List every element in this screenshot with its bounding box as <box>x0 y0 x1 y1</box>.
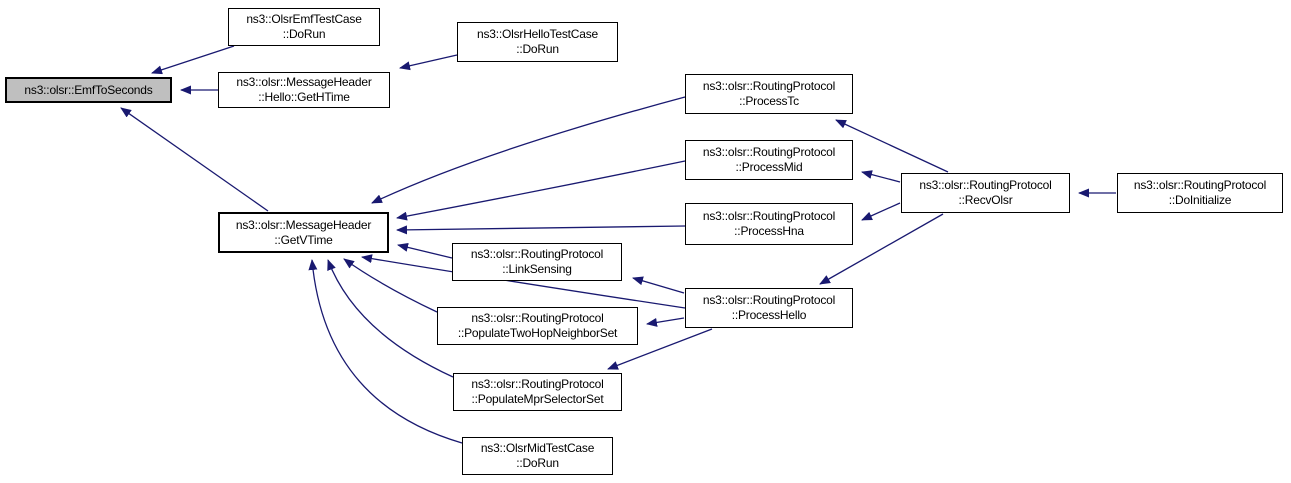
edge-process-hello-to-populate-twohop <box>646 317 685 327</box>
graph-node-hello-testcase-dorun[interactable]: ns3::OlsrHelloTestCase::DoRun <box>457 22 618 62</box>
graph-node-populate-twohop[interactable]: ns3::olsr::RoutingProtocol::PopulateTwoH… <box>437 307 638 345</box>
node-label-line1: ns3::olsr::RoutingProtocol <box>471 377 604 391</box>
node-label-line1: ns3::olsr::RoutingProtocol <box>1133 178 1267 192</box>
node-label-line1: ns3::olsr::RoutingProtocol <box>702 293 836 307</box>
edge-getvtime-to-emf-to-seconds <box>120 107 269 212</box>
node-label-line2: ::ProcessTc <box>739 94 799 108</box>
edge-recv-olsr-to-process-mid <box>861 170 901 183</box>
edge-recv-olsr-to-process-tc <box>835 119 949 173</box>
node-label-line2: ::ProcessHna <box>734 224 804 238</box>
node-label-line2: ::ProcessMid <box>735 160 803 174</box>
node-label-line2: ::RecvOlsr <box>958 193 1013 207</box>
graph-node-process-tc[interactable]: ns3::olsr::RoutingProtocol::ProcessTc <box>685 74 853 114</box>
graph-node-hello-gethtime[interactable]: ns3::olsr::MessageHeader::Hello::GetHTim… <box>218 72 390 108</box>
caller-edges <box>120 45 1116 444</box>
node-label-line1: ns3::olsr::RoutingProtocol <box>702 79 836 93</box>
node-label-line1: ns3::olsr::RoutingProtocol <box>702 209 836 223</box>
node-label-line2: ::DoRun <box>516 42 559 56</box>
node-label-line1: ns3::OlsrEmfTestCase <box>246 12 362 26</box>
node-label-line2: ::DoRun <box>282 27 326 41</box>
node-label-line2: ::LinkSensing <box>502 262 572 276</box>
graph-node-process-hna[interactable]: ns3::olsr::RoutingProtocol::ProcessHna <box>685 203 853 245</box>
node-label-line1: ns3::olsr::MessageHeader <box>236 75 372 89</box>
node-label-line2: ::DoRun <box>516 456 559 470</box>
edge-process-tc-to-getvtime <box>371 96 686 204</box>
graph-node-mid-testcase-dorun[interactable]: ns3::OlsrMidTestCase::DoRun <box>462 437 613 475</box>
node-label-line1: ns3::olsr::RoutingProtocol <box>702 145 836 159</box>
node-label-line1: ns3::olsr::EmfToSeconds <box>24 82 153 97</box>
edge-hello-testcase-dorun-to-hello-gethtime <box>399 54 458 71</box>
node-label-line1: ns3::OlsrMidTestCase <box>480 441 595 455</box>
node-label-line2: ::PopulateTwoHopNeighborSet <box>457 326 618 340</box>
edge-process-hello-to-populate-mpr <box>607 328 713 370</box>
edge-process-mid-to-getvtime <box>396 160 686 221</box>
graph-node-do-initialize[interactable]: ns3::olsr::RoutingProtocol::DoInitialize <box>1117 173 1283 213</box>
edge-emf-testcase-dorun-to-emf-to-seconds <box>151 45 235 75</box>
node-label-line1: ns3::olsr::RoutingProtocol <box>470 247 604 261</box>
node-label-line2: ::ProcessHello <box>731 308 807 322</box>
edge-populate-twohop-to-getvtime <box>343 258 438 313</box>
node-label-line2: ::PopulateMprSelectorSet <box>471 392 604 406</box>
graph-node-emf-testcase-dorun[interactable]: ns3::OlsrEmfTestCase::DoRun <box>228 8 380 46</box>
graph-node-process-hello[interactable]: ns3::olsr::RoutingProtocol::ProcessHello <box>685 288 853 328</box>
edge-recv-olsr-to-process-hna <box>861 202 901 221</box>
edge-populate-mpr-to-getvtime <box>327 259 454 378</box>
graph-node-getvtime[interactable]: ns3::olsr::MessageHeader::GetVTime <box>218 212 389 253</box>
node-label-line1: ns3::olsr::RoutingProtocol <box>919 178 1052 192</box>
graph-node-populate-mpr[interactable]: ns3::olsr::RoutingProtocol::PopulateMprS… <box>453 373 622 411</box>
graph-node-recv-olsr[interactable]: ns3::olsr::RoutingProtocol::RecvOlsr <box>901 173 1070 213</box>
node-label-line1: ns3::OlsrHelloTestCase <box>477 27 598 41</box>
node-label-line2: ::GetVTime <box>274 232 333 247</box>
node-label-line1: ns3::olsr::RoutingProtocol <box>471 311 604 325</box>
node-label-line1: ns3::olsr::MessageHeader <box>235 217 372 232</box>
node-label-line2: ::DoInitialize <box>1168 193 1232 207</box>
graph-node-process-mid[interactable]: ns3::olsr::RoutingProtocol::ProcessMid <box>685 140 853 180</box>
edge-process-hna-to-getvtime <box>396 225 686 235</box>
edge-mid-testcase-dorun-to-getvtime <box>308 259 463 444</box>
graph-node-emf-to-seconds[interactable]: ns3::olsr::EmfToSeconds <box>5 77 172 103</box>
graph-node-link-sensing[interactable]: ns3::olsr::RoutingProtocol::LinkSensing <box>452 243 622 281</box>
edge-process-hello-to-link-sensing <box>632 276 685 294</box>
edge-process-hello-to-getvtime <box>361 254 686 309</box>
edge-link-sensing-to-getvtime <box>397 242 453 259</box>
edge-recv-olsr-to-process-hello <box>819 213 944 285</box>
node-label-line2: ::Hello::GetHTime <box>258 90 350 104</box>
